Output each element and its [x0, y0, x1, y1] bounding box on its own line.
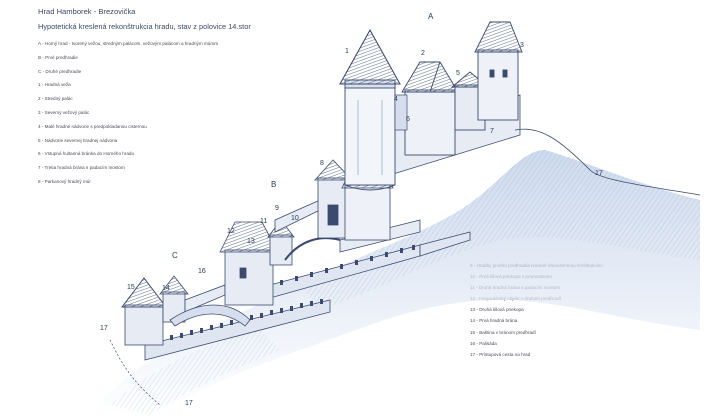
rock-outcrop — [514, 128, 701, 196]
label-17-right: 17 — [595, 170, 603, 177]
label-8: 8 — [320, 160, 324, 167]
main-tower-1 — [339, 29, 401, 191]
label-3: 3 — [520, 42, 524, 49]
label-14: 14 — [162, 285, 170, 292]
legend-item: 14 - Prvá hradná brána — [470, 318, 518, 324]
drawing-title: Hrad Hamborek - Brezovička — [38, 7, 136, 16]
legend-item: 13 - Druhá lišová priekopa — [470, 307, 524, 313]
legend-item: 17 - Prístupová cesta na hrad — [470, 351, 531, 357]
label-a: A — [428, 12, 434, 21]
legend-item: 1 - Hradná veža — [38, 82, 71, 88]
label-10: 10 — [291, 215, 299, 222]
label-12: 12 — [227, 228, 235, 235]
label-7: 7 — [490, 128, 494, 135]
lower-slope — [110, 330, 280, 415]
label-16: 16 — [198, 268, 206, 275]
label-2: 2 — [421, 50, 425, 57]
label-9: 9 — [275, 205, 279, 212]
legend-item: 8 - Parkanový hradný múr — [38, 178, 91, 184]
legend-item: C - Druhé predhradie — [38, 68, 82, 74]
label-1: 1 — [345, 48, 349, 55]
central-palace-2 — [401, 61, 459, 156]
legend-left: A - Horný hrad - tvorený vežou, stredným… — [38, 40, 338, 192]
legend-item: 16 - Palisáda — [470, 340, 497, 346]
label-b: B — [271, 180, 277, 189]
legend-item: 3 - Severný vežový palác — [38, 109, 90, 115]
north-tower-palace-3 — [474, 21, 523, 121]
label-4: 4 — [394, 96, 398, 103]
legend-item: 5 - Nádvorie severnej hradnej nádvoria — [38, 137, 118, 143]
building-12 — [219, 221, 279, 306]
label-17-bottom: 17 — [185, 400, 193, 407]
legend-item: B - Prvé predhradie — [38, 54, 78, 60]
label-5: 5 — [456, 70, 460, 77]
label-13: 13 — [247, 238, 255, 245]
legend-item: 4 - Malé hradné nádvorie s predpokladano… — [38, 123, 147, 129]
legend-item: 2 - Stredný palác — [38, 96, 73, 102]
tower-15 — [121, 277, 167, 346]
small-courtyard-4 — [394, 94, 408, 131]
label-15: 15 — [127, 284, 135, 291]
hill-hatching — [300, 150, 700, 310]
label-11: 11 — [260, 218, 268, 225]
label-6: 6 — [406, 116, 410, 123]
legend-item: 7 - Tretia hradná brána s padacím mostom — [38, 165, 125, 171]
label-c: C — [172, 251, 178, 260]
legend-item: 6 - Vstupná hultanná bránka do Horného h… — [38, 151, 135, 157]
label-17-left: 17 — [100, 325, 108, 332]
legend-item: 15 - Baština v bránom predhradí — [470, 329, 536, 335]
drawing-subtitle: Hypotetická kreslená rekonštrukcia hradu… — [38, 22, 251, 31]
legend-item: A - Horný hrad - tvorený vežou, stredným… — [38, 41, 219, 46]
